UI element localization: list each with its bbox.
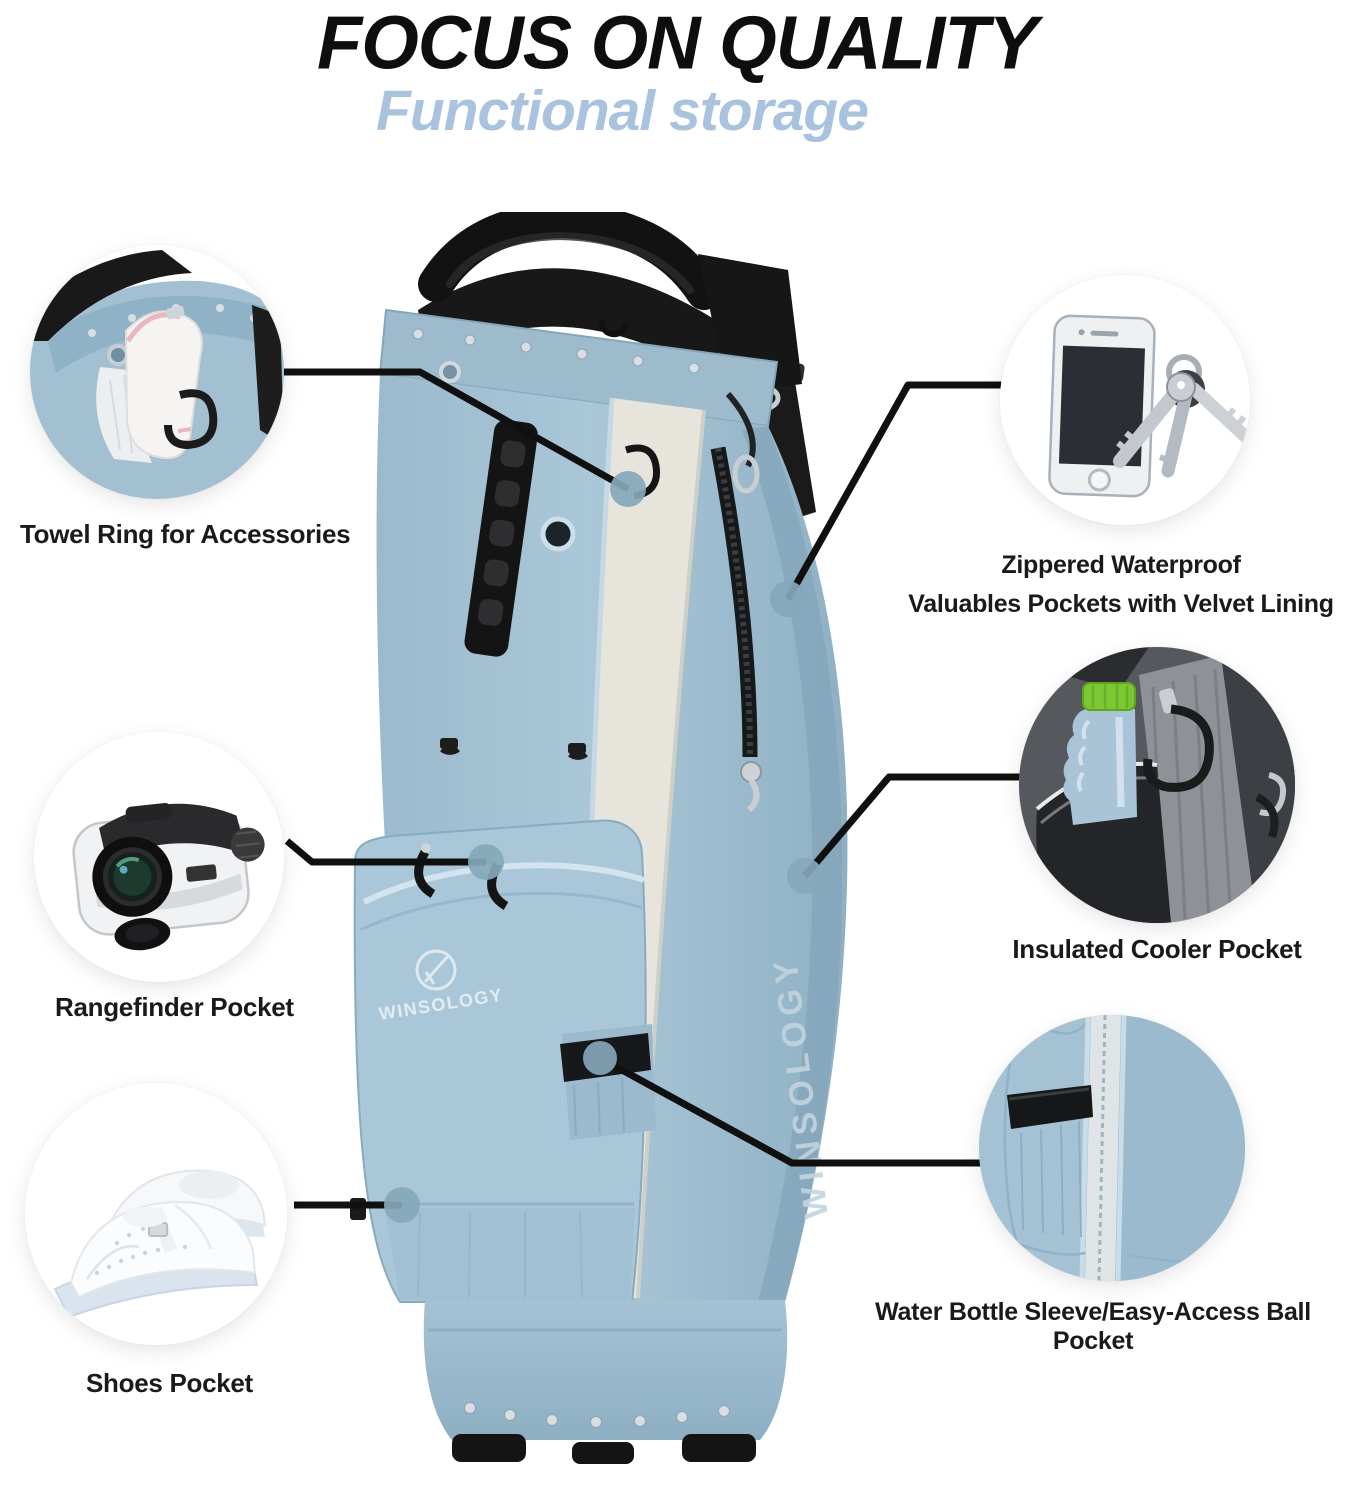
label-valuables-pocket: Zippered Waterproof Valuables Pockets wi… xyxy=(888,546,1354,624)
leader-rangefinder-pocket xyxy=(284,838,486,866)
label-rangefinder-pocket: Rangefinder Pocket xyxy=(55,992,294,1022)
towel-ring-hook xyxy=(624,444,661,500)
umbrella-strap xyxy=(464,419,538,657)
anchor-dot-shoes-pocket xyxy=(384,1187,420,1223)
water-bottle-in-cooler-pocket-photo xyxy=(1019,647,1295,923)
front-pocket: WINSOLOGY xyxy=(350,819,647,1303)
golf-shoes-graphic xyxy=(53,1169,267,1319)
front-zipper xyxy=(710,446,762,813)
anchor-dot-valuables-pocket xyxy=(770,581,806,617)
anchor-dot-towel-ring xyxy=(610,471,646,507)
collar-d-ring xyxy=(598,319,629,338)
page-title: FOCUS ON QUALITY xyxy=(317,0,1038,85)
label-ball-pocket: Water Bottle Sleeve/Easy-Access Ball Poc… xyxy=(875,1298,1311,1355)
bag-base xyxy=(423,1300,788,1464)
label-towel-ring: Towel Ring for Accessories xyxy=(20,519,351,549)
grommet xyxy=(540,516,576,552)
rangefinder-graphic xyxy=(72,802,265,951)
elastic-band-graphic xyxy=(1007,1085,1093,1129)
anchor-dot-ball-pocket xyxy=(583,1041,617,1075)
anchor-dot-cooler-pocket xyxy=(787,858,823,894)
d-rings xyxy=(440,738,588,760)
golf-bag-photo: WINSOLOGY xyxy=(350,212,848,1464)
bag-handle xyxy=(418,212,722,380)
smartphone-graphic xyxy=(1048,314,1156,498)
bag-pocket-with-elastic-band-photo xyxy=(979,1015,1245,1281)
label-valuables-line1: Zippered Waterproof xyxy=(1001,551,1241,579)
white-golf-shoes-photo xyxy=(25,1083,287,1345)
water-bottle-graphic xyxy=(1063,682,1137,825)
label-valuables-line2: Valuables Pockets with Velvet Lining xyxy=(908,590,1334,618)
leader-ball-pocket xyxy=(598,1054,1012,1167)
keys-graphic xyxy=(1113,354,1250,478)
leader-valuables-pocket xyxy=(784,381,1002,601)
smartphone-and-keys-photo xyxy=(1000,275,1250,525)
towel-and-glove-on-bag-hook-photo xyxy=(30,245,284,499)
leader-cooler-pocket xyxy=(802,773,1021,879)
golf-rangefinder-photo xyxy=(34,732,284,982)
page-subtitle: Functional storage xyxy=(376,79,869,143)
label-cooler-pocket: Insulated Cooler Pocket xyxy=(1012,934,1302,964)
leader-towel-ring xyxy=(283,368,630,493)
anchor-dot-rangefinder-pocket xyxy=(468,844,504,880)
label-shoes-pocket: Shoes Pocket xyxy=(86,1368,253,1398)
